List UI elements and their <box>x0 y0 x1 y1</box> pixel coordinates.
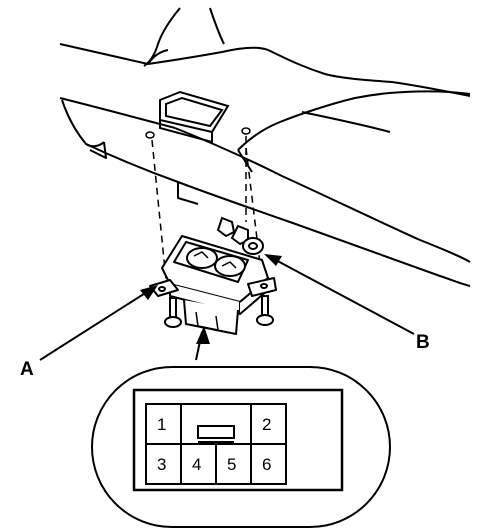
mounting-holes <box>145 127 251 139</box>
pin-label-4: 4 <box>192 455 201 474</box>
screws <box>164 295 274 328</box>
connector-lock-tab <box>197 425 235 439</box>
alignment-lines <box>151 136 263 281</box>
pin-label-6: 6 <box>262 455 271 474</box>
pin-label-5: 5 <box>227 455 236 474</box>
connector-detail: 1 2 3 4 5 6 <box>91 366 391 528</box>
roof-panel <box>59 7 471 287</box>
pin-label-1: 1 <box>157 415 166 434</box>
callout-b: B <box>416 332 430 353</box>
arrowheads <box>140 254 282 344</box>
switch-assembly <box>149 235 277 335</box>
pin-label-3: 3 <box>157 455 166 474</box>
connector-housing <box>132 388 344 492</box>
callout-a: A <box>20 359 34 380</box>
connector-detail-frame <box>91 366 391 528</box>
clips <box>216 216 264 255</box>
pin-label-2: 2 <box>262 415 271 434</box>
pin-cell-6 <box>250 443 287 485</box>
panel-opening <box>159 90 230 144</box>
